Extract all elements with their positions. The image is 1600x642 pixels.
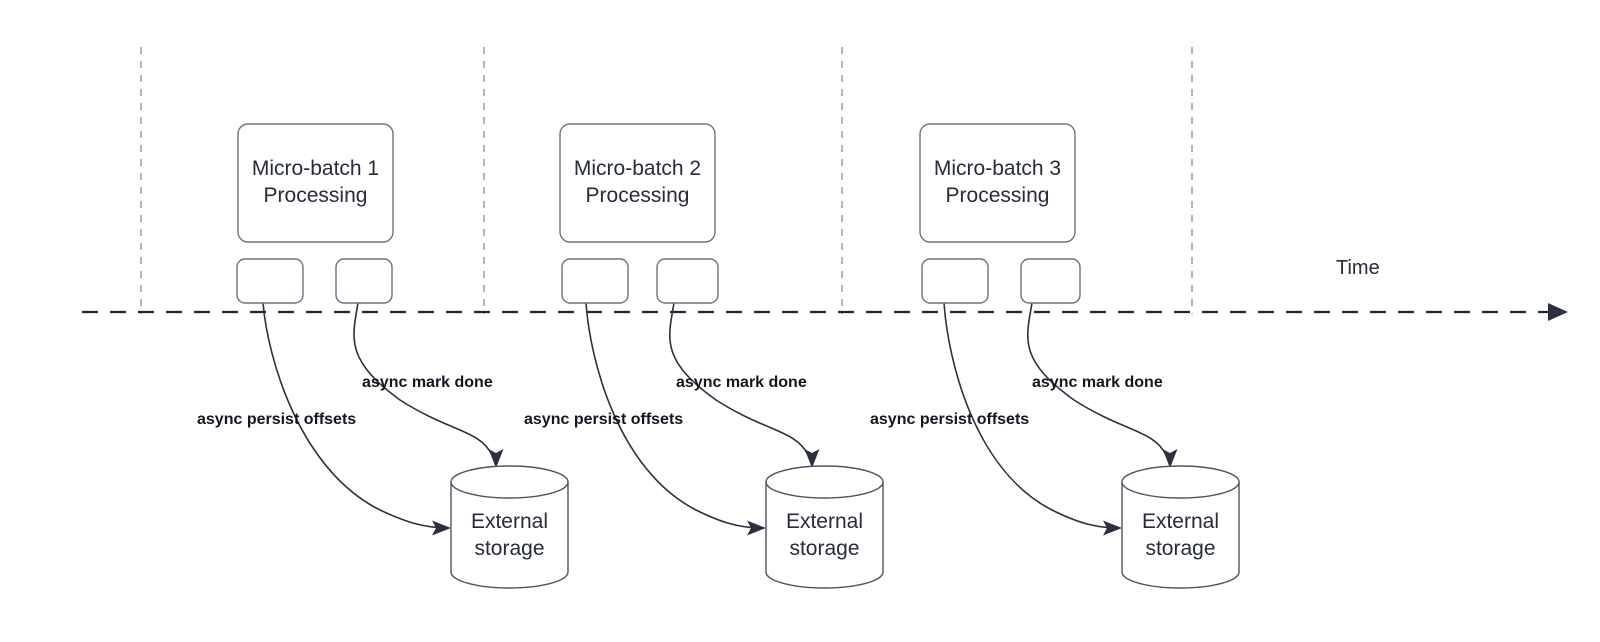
external-storage-2-group: External storage bbox=[765, 465, 884, 589]
arrow-head-icon bbox=[432, 520, 451, 536]
async-mark-done-2-label: async mark done bbox=[676, 374, 807, 391]
edge-group bbox=[262, 302, 1178, 536]
external-storage-1-label-line1: External bbox=[471, 510, 548, 533]
time-axis-label: Time bbox=[1336, 257, 1380, 279]
arrow-head-icon bbox=[804, 449, 820, 468]
micro-batch-2-label-line1: Micro-batch 2 bbox=[574, 157, 701, 180]
external-storage-2-top bbox=[765, 465, 884, 499]
micro-batch-2-box[interactable] bbox=[559, 123, 716, 243]
micro-batch-2-label-line2: Processing bbox=[586, 184, 690, 207]
micro-batch-3-label-line1: Micro-batch 3 bbox=[934, 157, 1061, 180]
arrow-head-icon bbox=[1103, 520, 1122, 536]
async-mark-done-3-path bbox=[1026, 302, 1167, 456]
micro-batch-1-label-line2: Processing bbox=[264, 184, 368, 207]
external-storage-3-group: External storage bbox=[1121, 465, 1240, 589]
task-box-1b[interactable] bbox=[335, 258, 393, 304]
task-box-3a[interactable] bbox=[921, 258, 989, 304]
external-storage-1-body[interactable] bbox=[450, 481, 569, 589]
task-box-3b[interactable] bbox=[1020, 258, 1081, 304]
arrow-head-icon bbox=[747, 520, 766, 536]
async-persist-offsets-3-path bbox=[943, 302, 1115, 529]
external-storage-1-top bbox=[450, 465, 569, 499]
async-persist-offsets-3-label: async persist offsets bbox=[870, 411, 1029, 428]
external-storage-3-body[interactable] bbox=[1121, 481, 1240, 589]
arrow-head-icon bbox=[488, 449, 504, 468]
tick-line-group bbox=[140, 47, 1193, 314]
task-box-2b[interactable] bbox=[656, 258, 719, 304]
label-group: Time async persist offsets async mark done… bbox=[197, 257, 1380, 428]
async-persist-offsets-1-label: async persist offsets bbox=[197, 411, 356, 428]
async-mark-done-2-path bbox=[668, 302, 809, 456]
arrow-head-icon bbox=[1162, 449, 1178, 468]
external-storage-1-label-line2: storage bbox=[474, 537, 544, 560]
micro-batch-3-label-line2: Processing bbox=[946, 184, 1050, 207]
external-storage-2-body[interactable] bbox=[765, 481, 884, 589]
micro-batch-1-group: Micro-batch 1 Processing bbox=[236, 123, 394, 304]
async-persist-offsets-1-path bbox=[262, 302, 445, 529]
micro-batch-3-box[interactable] bbox=[919, 123, 1076, 243]
external-storage-2-label-line1: External bbox=[786, 510, 863, 533]
timeline-group bbox=[82, 303, 1568, 321]
external-storage-1-group: External storage bbox=[450, 465, 569, 589]
micro-batch-1-box[interactable] bbox=[237, 123, 394, 243]
micro-batch-2-group: Micro-batch 2 Processing bbox=[559, 123, 719, 304]
external-storage-3-label-line2: storage bbox=[1145, 537, 1215, 560]
async-persist-offsets-2-label: async persist offsets bbox=[524, 411, 683, 428]
async-mark-done-1-label: async mark done bbox=[362, 374, 493, 391]
task-box-2a[interactable] bbox=[561, 258, 629, 304]
micro-batch-1-label-line1: Micro-batch 1 bbox=[252, 157, 379, 180]
external-storage-3-label-line1: External bbox=[1142, 510, 1219, 533]
timeline-arrow-icon bbox=[1548, 303, 1568, 321]
external-storage-2-label-line2: storage bbox=[789, 537, 859, 560]
task-box-1a[interactable] bbox=[236, 258, 304, 304]
external-storage-3-top bbox=[1121, 465, 1240, 499]
async-mark-done-1-path bbox=[353, 302, 493, 456]
async-persist-offsets-2-path bbox=[585, 302, 759, 529]
async-mark-done-3-label: async mark done bbox=[1032, 374, 1163, 391]
micro-batch-3-group: Micro-batch 3 Processing bbox=[919, 123, 1081, 304]
